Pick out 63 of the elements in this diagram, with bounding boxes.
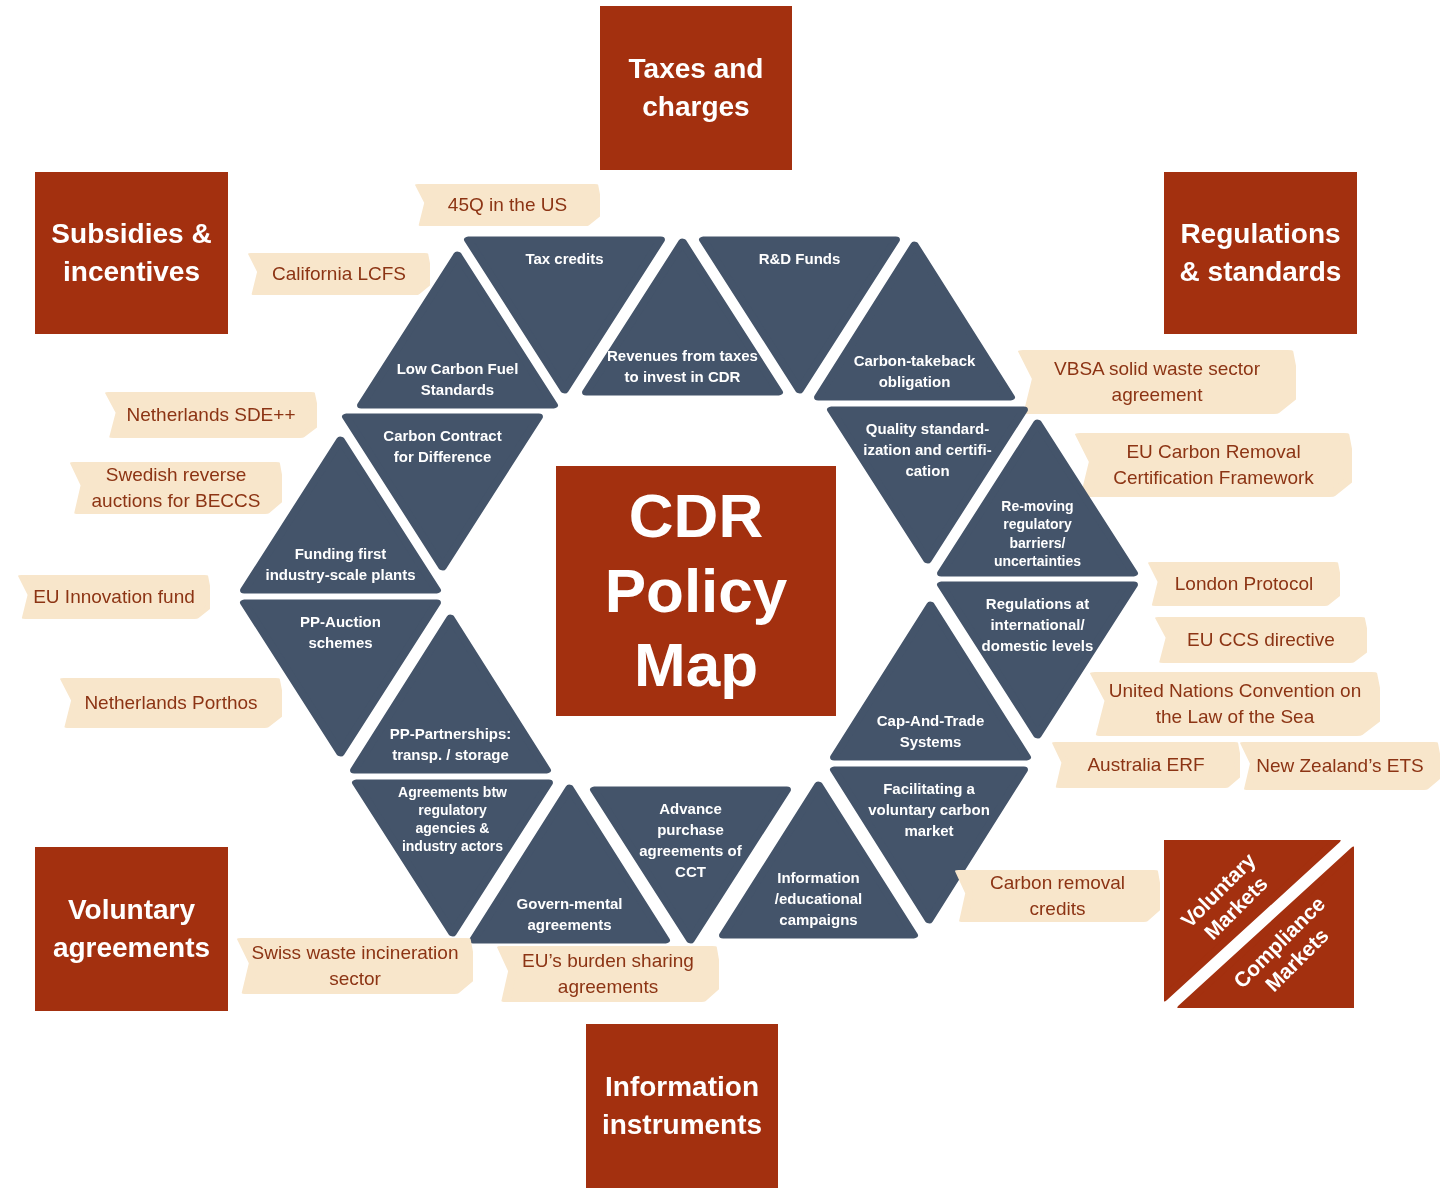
tag-label: Netherlands Porthos bbox=[84, 691, 258, 716]
tile-label: R&D Funds bbox=[757, 248, 842, 269]
category-label: Taxes and charges bbox=[627, 52, 765, 124]
example-tag bbox=[105, 392, 317, 438]
category-label: Regulations & standards bbox=[1178, 217, 1343, 289]
example-tag bbox=[415, 184, 600, 226]
example-tag bbox=[248, 253, 430, 295]
tag-label: EU Carbon Removal Certification Framework bbox=[1112, 440, 1315, 490]
tag-label: EU’s burden sharing agreements bbox=[521, 949, 695, 999]
example-tag bbox=[1155, 617, 1367, 663]
example-tag bbox=[1148, 562, 1340, 606]
example-tag bbox=[497, 946, 719, 1002]
example-tag bbox=[237, 938, 473, 994]
tile-label: Regulations at international/ domestic levels bbox=[980, 593, 1095, 656]
example-tag bbox=[1075, 433, 1352, 497]
tile-label: Funding first industry-scale plants bbox=[264, 544, 417, 586]
tile-label: PP-Auction schemes bbox=[299, 611, 382, 653]
tag-label: United Nations Convention on the Law of the Sea bbox=[1107, 679, 1363, 729]
example-tag bbox=[70, 462, 282, 514]
tile-label: Govern-mental agreements bbox=[515, 894, 624, 936]
title-box bbox=[556, 466, 836, 716]
tile-label: Carbon Contract for Difference bbox=[382, 425, 503, 467]
tag-label: New Zealand’s ETS bbox=[1256, 754, 1424, 779]
tag-label: VBSA solid waste sector agreement bbox=[1053, 357, 1261, 407]
tile-label: PP-Partnerships: transp. / storage bbox=[388, 724, 513, 766]
tag-label: Australia ERF bbox=[1087, 753, 1205, 778]
example-tag bbox=[1240, 742, 1440, 790]
category-box bbox=[600, 6, 792, 170]
tag-label: EU Innovation fund bbox=[33, 585, 195, 610]
tag-label: Netherlands SDE++ bbox=[126, 403, 296, 428]
example-tag bbox=[955, 870, 1160, 922]
category-label: Voluntary agreements bbox=[51, 893, 212, 965]
category-box bbox=[1164, 172, 1357, 334]
tag-label: EU CCS directive bbox=[1187, 628, 1335, 653]
tile-label: Re-moving regulatory barriers/ uncertainties bbox=[992, 497, 1083, 570]
map-title: CDR Policy Map bbox=[603, 480, 789, 702]
category-box bbox=[586, 1024, 778, 1188]
split-market-box bbox=[1164, 840, 1354, 1008]
tile-label: Tax credits bbox=[524, 248, 605, 269]
tag-label: Swiss waste incineration sector bbox=[251, 941, 459, 991]
tile-label: Revenues from taxes to invest in CDR bbox=[606, 346, 759, 388]
tag-label: Carbon removal credits bbox=[988, 871, 1127, 921]
tag-label: London Protocol bbox=[1174, 572, 1314, 597]
category-box bbox=[35, 847, 228, 1011]
tile-label: Agreements btw regulatory agencies & industry actors bbox=[397, 784, 508, 856]
example-tag bbox=[1090, 672, 1380, 736]
tag-label: California LCFS bbox=[271, 262, 407, 287]
category-label: Information instruments bbox=[600, 1070, 764, 1142]
tile-label: Cap-And-Trade Systems bbox=[875, 711, 986, 753]
tile-label: Low Carbon Fuel Standards bbox=[395, 359, 520, 401]
example-tag bbox=[1018, 350, 1296, 414]
tile-label: Quality standard-ization and certifi-cation bbox=[862, 418, 993, 481]
example-tag bbox=[18, 575, 210, 619]
tile-label: Carbon-takeback obligation bbox=[852, 351, 977, 393]
example-tag bbox=[60, 678, 282, 728]
tag-label: 45Q in the US bbox=[447, 193, 568, 218]
tag-label: Swedish reverse auctions for BECCS bbox=[90, 463, 262, 513]
example-tag bbox=[1052, 742, 1240, 788]
tile-label: Facilitating a voluntary carbon market bbox=[867, 778, 991, 841]
tile-label: Advance purchase agreements of CCT bbox=[638, 798, 743, 882]
tile-label: Information /educational campaigns bbox=[773, 868, 864, 931]
category-box bbox=[35, 172, 228, 334]
category-label: Subsidies & incentives bbox=[50, 217, 213, 289]
